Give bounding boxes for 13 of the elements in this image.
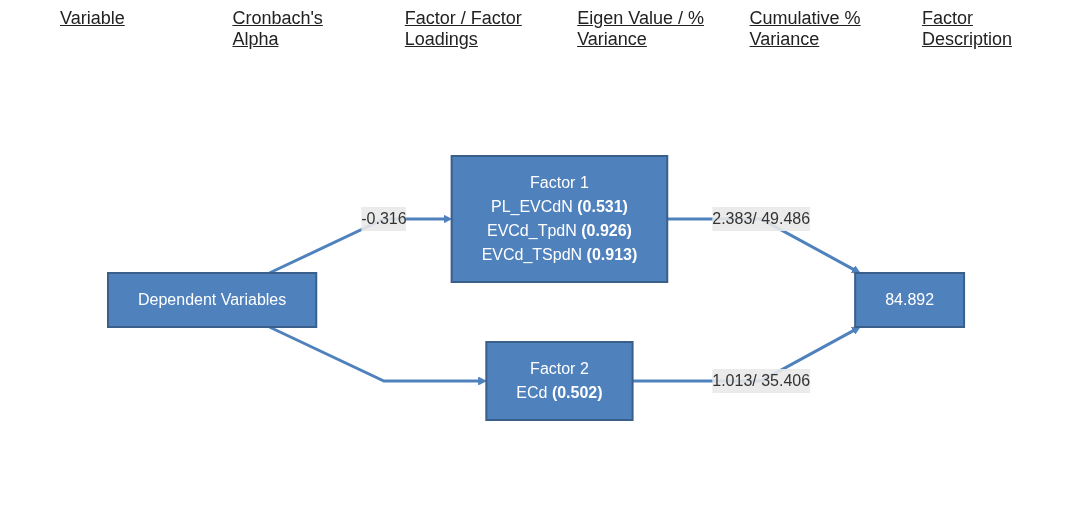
- node-box: 84.892: [854, 272, 966, 328]
- edge-label: 1.013/ 35.406: [712, 372, 811, 389]
- column-heading: Eigen Value / % Variance: [577, 8, 705, 51]
- column-heading: Variable: [60, 8, 126, 30]
- column-heading: Factor / Factor Loadings: [404, 8, 523, 51]
- node-box: Factor 2 ECd (0.502): [485, 341, 634, 421]
- edge-label: 2.383/ 49.486: [712, 210, 811, 227]
- column-heading: Cronbach's Alpha: [232, 8, 324, 51]
- node-box: Factor 1 PL_EVCdN (0.531) EVCd_TpdN (0.926) EVCd_TSpdN (0.913): [450, 155, 669, 283]
- node-box: Dependent Variables: [106, 272, 318, 328]
- column-heading: Cumulative % Variance: [749, 8, 862, 51]
- column-heading: Factor Description: [921, 8, 1013, 51]
- edge-label: -0.316: [361, 210, 407, 227]
